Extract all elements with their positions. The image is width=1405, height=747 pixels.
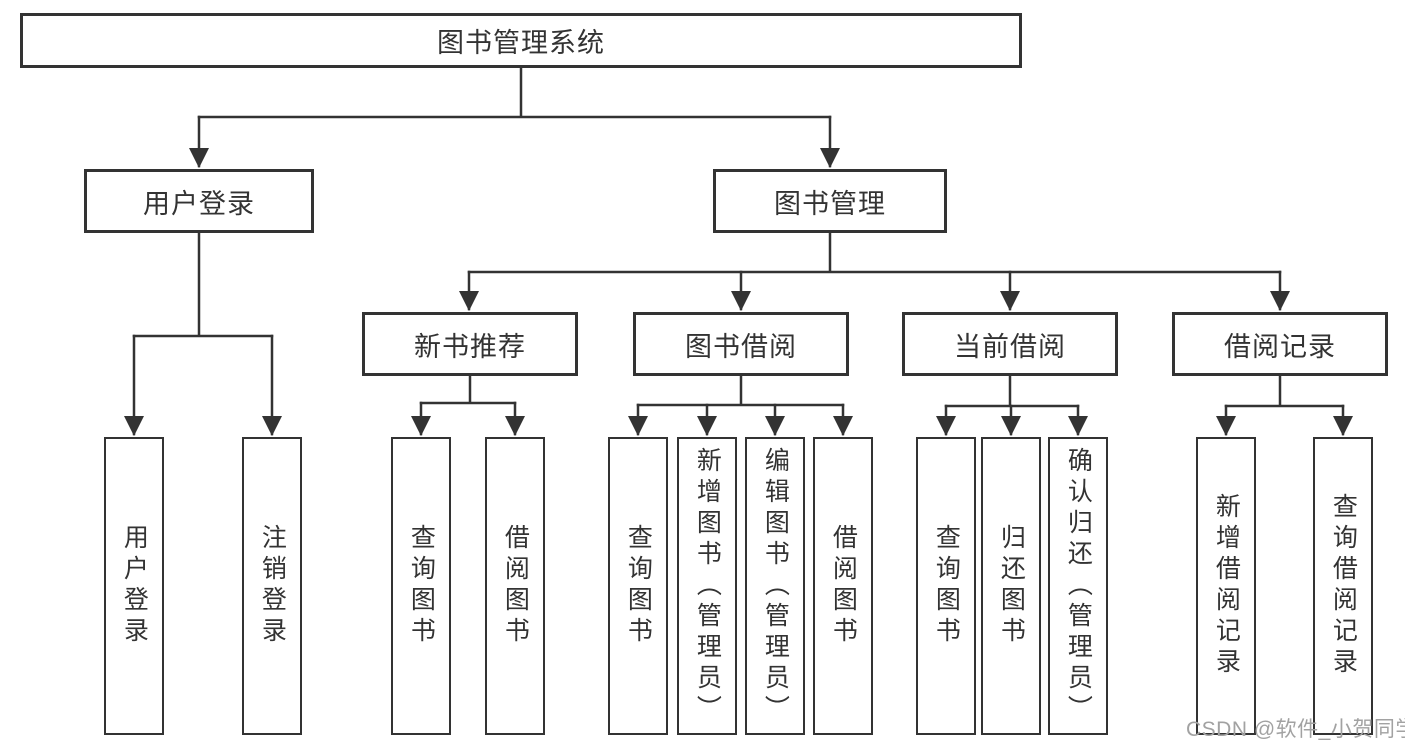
leaf-cb-return-books-label: 归还图书 — [997, 524, 1026, 648]
leaf-bb-edit-books-admin-label: 编辑图书（管理员） — [761, 446, 790, 726]
node-book-borrow-label: 图书借阅 — [685, 331, 797, 362]
node-current-borrow: 当前借阅 — [902, 312, 1118, 376]
node-current-borrow-label: 当前借阅 — [954, 331, 1066, 362]
leaf-bb-add-books-admin: 新增图书（管理员） — [677, 437, 737, 735]
leaf-user-login: 用户登录 — [104, 437, 164, 735]
node-book-mgmt-label: 图书管理 — [774, 188, 886, 219]
leaf-br-add-record-label: 新增借阅记录 — [1212, 493, 1241, 679]
node-book-borrow: 图书借阅 — [633, 312, 849, 376]
node-user-login-label: 用户登录 — [143, 188, 255, 219]
node-borrow-records: 借阅记录 — [1172, 312, 1388, 376]
node-new-book-rec-label: 新书推荐 — [414, 331, 526, 362]
leaf-br-query-record: 查询借阅记录 — [1313, 437, 1373, 735]
leaf-cb-query-books-label: 查询图书 — [932, 524, 961, 648]
leaf-bb-borrow-books: 借阅图书 — [813, 437, 873, 735]
leaf-nb-borrow-books-label: 借阅图书 — [501, 524, 530, 648]
leaf-bb-query-books: 查询图书 — [608, 437, 668, 735]
node-book-mgmt: 图书管理 — [713, 169, 947, 233]
node-borrow-records-label: 借阅记录 — [1224, 331, 1336, 362]
leaf-cb-query-books: 查询图书 — [916, 437, 976, 735]
watermark: CSDN @软件_小贺同学 — [1186, 718, 1405, 741]
leaf-bb-add-books-admin-label: 新增图书（管理员） — [693, 446, 722, 726]
leaf-br-query-record-label: 查询借阅记录 — [1329, 493, 1358, 679]
leaf-nb-query-books: 查询图书 — [391, 437, 451, 735]
connector-trunks — [132, 66, 1345, 408]
leaf-cb-confirm-return-admin-label: 确认归还（管理员） — [1064, 446, 1093, 726]
leaf-br-add-record: 新增借阅记录 — [1196, 437, 1256, 735]
leaf-nb-borrow-books: 借阅图书 — [485, 437, 545, 735]
node-new-book-rec: 新书推荐 — [362, 312, 578, 376]
leaf-user-login-label: 用户登录 — [120, 524, 149, 648]
leaf-bb-query-books-label: 查询图书 — [624, 524, 653, 648]
node-root: 图书管理系统 — [20, 13, 1022, 68]
leaf-cb-return-books: 归还图书 — [981, 437, 1041, 735]
leaf-nb-query-books-label: 查询图书 — [407, 524, 436, 648]
leaf-bb-borrow-books-label: 借阅图书 — [829, 524, 858, 648]
leaf-bb-edit-books-admin: 编辑图书（管理员） — [745, 437, 805, 735]
leaf-cb-confirm-return-admin: 确认归还（管理员） — [1048, 437, 1108, 735]
node-user-login: 用户登录 — [84, 169, 314, 233]
leaf-logout: 注销登录 — [242, 437, 302, 735]
node-root-label: 图书管理系统 — [437, 28, 605, 58]
leaf-logout-label: 注销登录 — [258, 524, 287, 648]
